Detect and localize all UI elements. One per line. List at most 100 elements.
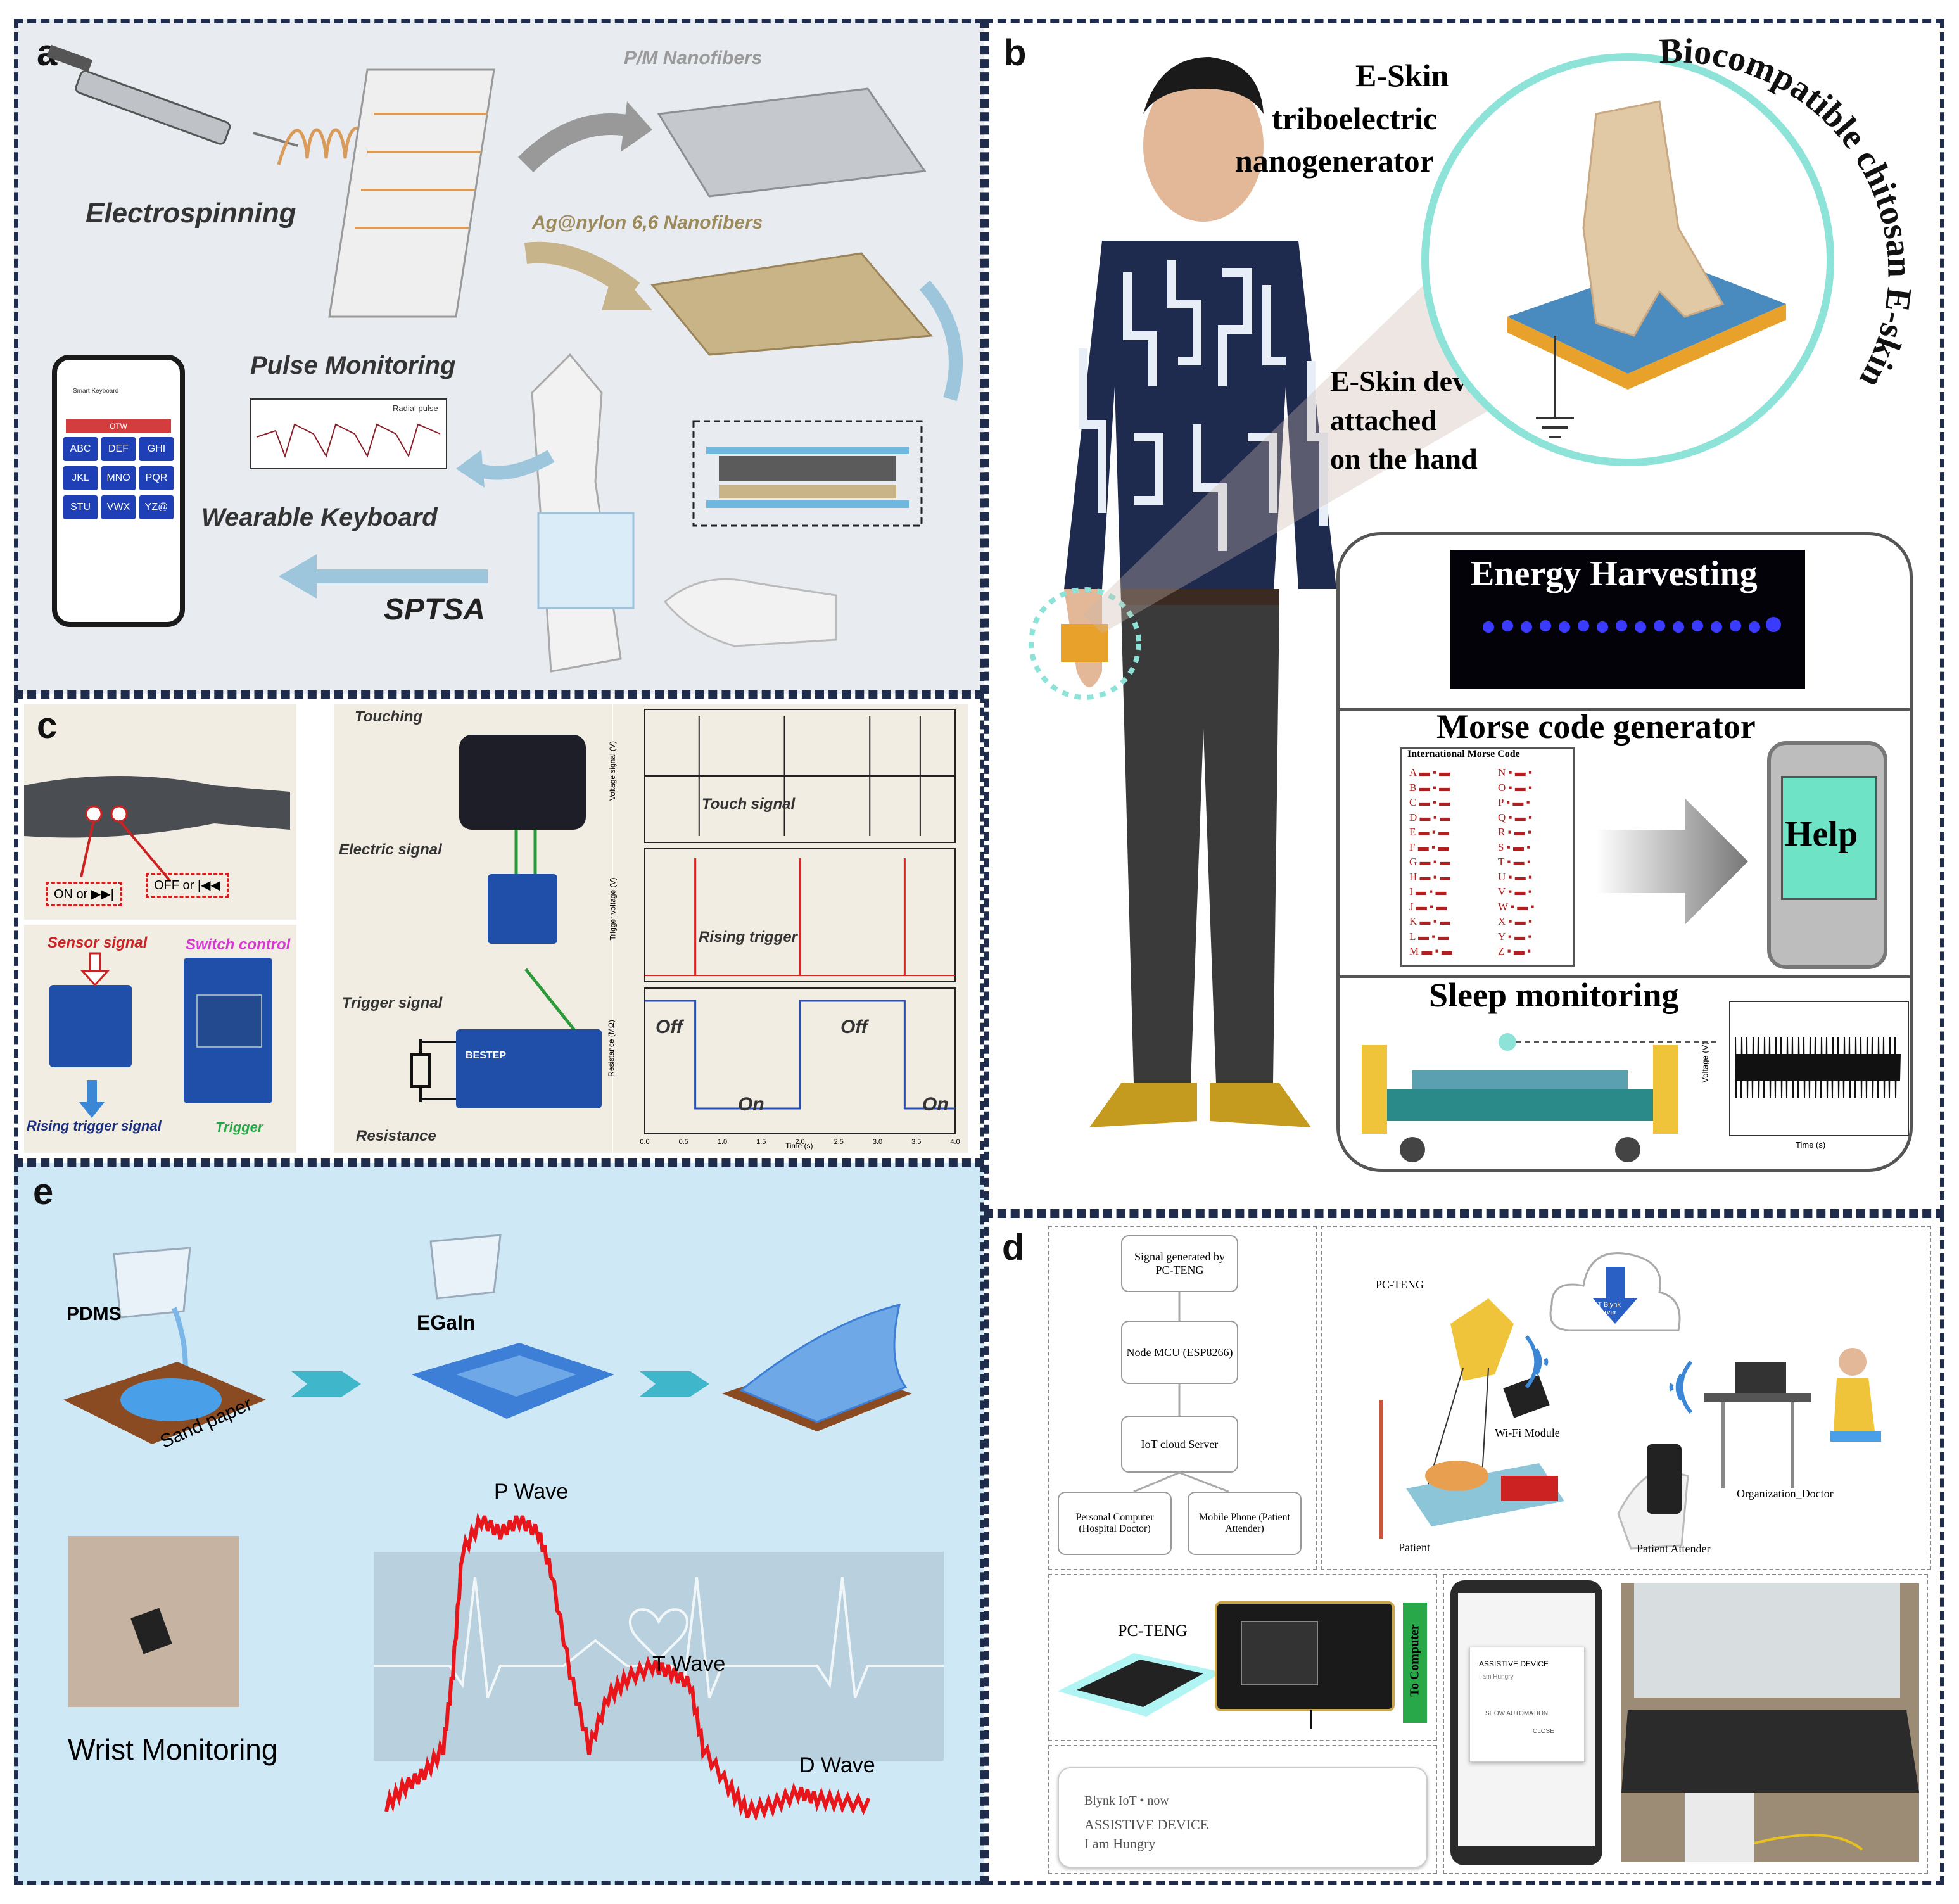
- pm-nanofiber-mat: [657, 87, 927, 198]
- energy-harvesting-label: Energy Harvesting: [1471, 554, 1758, 593]
- to-computer-strip: [1403, 1603, 1427, 1723]
- panel-d-label: d: [1002, 1227, 1025, 1268]
- rising-trigger-signal-label: Rising trigger signal: [27, 1118, 162, 1134]
- sleep-ylabel: Voltage (V): [1700, 1042, 1710, 1083]
- arrow-to-pulse: [456, 450, 555, 488]
- morse-letter: F ▬ ▪ ▬: [1409, 841, 1449, 853]
- pdms-label: PDMS: [67, 1304, 122, 1324]
- trigger-signal-label: Trigger signal: [342, 994, 443, 1012]
- morse-letter: T ▪ ▬ ▪: [1498, 856, 1531, 868]
- sptsa-label: SPTSA: [384, 593, 486, 626]
- app-dialog: [1469, 1647, 1585, 1762]
- relay-block: [196, 994, 262, 1048]
- pulse-waveform: [384, 1512, 871, 1822]
- morse-letter: S ▪ ▬ ▪: [1498, 841, 1531, 853]
- rising-trigger-label: Rising trigger: [699, 929, 798, 946]
- process-arrow-2: [640, 1371, 709, 1397]
- panel-b-label: b: [1004, 32, 1027, 73]
- key-ghi[interactable]: GHI: [139, 437, 174, 461]
- x-tick-label: 2.0: [795, 1138, 804, 1146]
- man-figure: [1029, 57, 1336, 1127]
- pulse-monitoring-label: Pulse Monitoring: [250, 352, 456, 379]
- phone-otw-button[interactable]: OTW: [66, 419, 171, 433]
- resistor-symbol: [410, 1039, 456, 1102]
- touch-signal-label: Touch signal: [702, 796, 796, 813]
- key-abc[interactable]: ABC: [63, 437, 98, 461]
- trigger-label: Trigger: [215, 1119, 263, 1135]
- touching-label: Touching: [355, 708, 423, 725]
- arc-text-path: Biocompatible chitosan E-skin: [1658, 31, 1919, 395]
- morse-letter: Q ▪ ▬ ▪: [1498, 811, 1533, 823]
- morse-left-column: A ▬ ▪ ▬B ▬ ▪ ▬C ▬ ▪ ▬D ▬ ▪ ▬E ▬ ▪ ▬F ▬ ▪…: [1409, 765, 1479, 959]
- notification-frame: [1048, 1745, 1437, 1874]
- help-text: Help: [1785, 815, 1858, 854]
- morse-letter: G ▬ ▪ ▬: [1409, 856, 1451, 868]
- key-def[interactable]: DEF: [101, 437, 136, 461]
- arc-text: Biocompatible chitosan E-skin: [1658, 31, 1919, 395]
- divider-1: [1338, 708, 1911, 711]
- patient-label: Patient: [1398, 1541, 1430, 1554]
- ecg-background: [374, 1552, 944, 1761]
- notification-card: [1058, 1767, 1428, 1868]
- morse-letter: V ▪ ▬ ▪: [1498, 885, 1532, 898]
- phone-app-title: Smart Keyboard: [73, 388, 119, 395]
- trigger-board: [49, 985, 132, 1067]
- on-label-2: On: [922, 1094, 949, 1115]
- morse-letter: M ▬ ▪ ▬: [1409, 945, 1452, 957]
- x-tick-label: 0.5: [679, 1138, 688, 1146]
- wrist-monitoring-label: Wrist Monitoring: [68, 1733, 278, 1766]
- x-tick-label: 1.5: [756, 1138, 766, 1146]
- sensor-signal-label: Sensor signal: [48, 934, 148, 951]
- flow-box-2: Node MCU (ESP8266): [1121, 1321, 1238, 1384]
- iot-server-label: IoT Blynk Server: [1592, 1301, 1621, 1316]
- cloud-icon: [1549, 1252, 1681, 1331]
- flowchart-frame: [1048, 1226, 1317, 1570]
- dialog-body: I am Hungry: [1479, 1673, 1514, 1680]
- x-tick-label: 3.5: [911, 1138, 921, 1146]
- ag-nanofibers-label: Ag@nylon 6,6 Nanofibers: [532, 212, 763, 233]
- pulse-chart: [250, 398, 447, 469]
- wearable-keyboard-label: Wearable Keyboard: [201, 504, 438, 531]
- syringe-icon: [46, 44, 298, 147]
- off-label-1: Off: [656, 1017, 683, 1038]
- organization-doctor-label: Organization_Doctor: [1737, 1487, 1834, 1500]
- morse-letter: Y ▪ ▬ ▪: [1498, 930, 1532, 942]
- egain-coating: [412, 1234, 614, 1419]
- led-array: [1483, 617, 1781, 633]
- morse-letter: X ▪ ▬ ▪: [1498, 915, 1533, 927]
- fiber-spiral: [277, 126, 376, 165]
- morse-letter: A ▬ ▪ ▬: [1409, 766, 1450, 778]
- pc-teng-pad: [1058, 1653, 1222, 1717]
- device-label-2: attached: [1330, 404, 1437, 436]
- iot-scene-frame: [1321, 1226, 1931, 1570]
- key-mno[interactable]: MNO: [101, 466, 136, 490]
- key-stu[interactable]: STU: [63, 495, 98, 519]
- process-arrow-1: [291, 1371, 361, 1397]
- arrow-down-blue: [919, 280, 963, 402]
- eskin-title-2: triboelectric: [1272, 101, 1437, 136]
- off-label-2: Off: [840, 1017, 868, 1038]
- ag-nanofiber-mat: [650, 252, 934, 356]
- pointing-hand: [663, 578, 837, 647]
- smartphone: [52, 355, 185, 627]
- morse-letter: C ▬ ▪ ▬: [1409, 796, 1450, 808]
- off-button-label: OFF or |◀◀: [146, 873, 229, 898]
- hand-on-eskin-circle: [1421, 53, 1834, 466]
- wifi-module-label: Wi-Fi Module: [1495, 1426, 1560, 1439]
- dialog-close[interactable]: CLOSE: [1533, 1728, 1554, 1735]
- device-label-3: on the hand: [1330, 443, 1478, 475]
- eskin-title-1: E-Skin: [1355, 58, 1449, 93]
- dialog-show-automation[interactable]: SHOW AUTOMATION: [1485, 1710, 1549, 1717]
- key-jkl[interactable]: JKL: [63, 466, 98, 490]
- flow-box-4: Personal Computer (Hospital Doctor): [1058, 1492, 1172, 1555]
- key-vwx[interactable]: VWX: [101, 495, 136, 519]
- patient-scene: [1379, 1298, 1564, 1539]
- electric-signal-label: Electric signal: [339, 841, 442, 858]
- flow-arrows: [1133, 1292, 1229, 1493]
- key-pqr[interactable]: PQR: [139, 466, 174, 490]
- key-yz[interactable]: YZ@: [139, 495, 174, 519]
- chart1-ylabel: Voltage signal (V): [608, 740, 618, 801]
- dialog-title: ASSISTIVE DEVICE: [1479, 1660, 1549, 1668]
- panel-c-label: c: [37, 705, 58, 746]
- chart3-xlabel: Time (s): [785, 1141, 813, 1150]
